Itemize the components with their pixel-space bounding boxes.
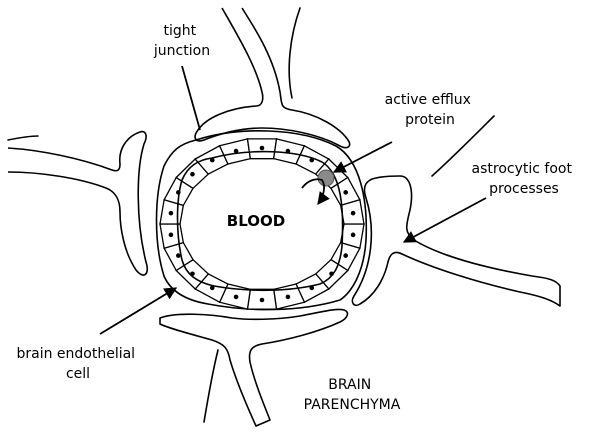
- label-tight-junction: tight junction: [153, 23, 210, 59]
- cell-nucleus: [169, 211, 174, 216]
- efflux-protein: [318, 170, 334, 186]
- cell-nucleus: [351, 211, 356, 216]
- cell-nucleus: [190, 172, 195, 177]
- label-blood: BLOOD: [227, 212, 285, 230]
- cell-nucleus: [169, 233, 174, 238]
- label-brain-endothelial-cell: brain endothelial cell: [16, 346, 139, 382]
- cell-nucleus: [286, 295, 291, 300]
- cell-nucleus: [234, 295, 239, 300]
- label-brain-parenchyma: BRAIN PARENCHYMA: [304, 377, 401, 413]
- astrocyte-foot-top: [195, 8, 349, 148]
- cell-nucleus: [260, 298, 265, 303]
- label-astrocytic-foot-processes: astrocytic foot processes: [472, 161, 577, 197]
- astrocyte-foot-left: [8, 132, 147, 275]
- cell-nucleus: [351, 233, 356, 238]
- cell-nucleus: [343, 190, 348, 195]
- cell-nucleus: [260, 146, 265, 151]
- label-active-efflux-protein: active efflux protein: [385, 92, 476, 128]
- endothelial-pointer: [100, 288, 176, 334]
- cell-nucleus: [343, 253, 348, 258]
- astrocytic-pointer: [404, 198, 486, 242]
- tight-junction-pointer: [182, 66, 200, 130]
